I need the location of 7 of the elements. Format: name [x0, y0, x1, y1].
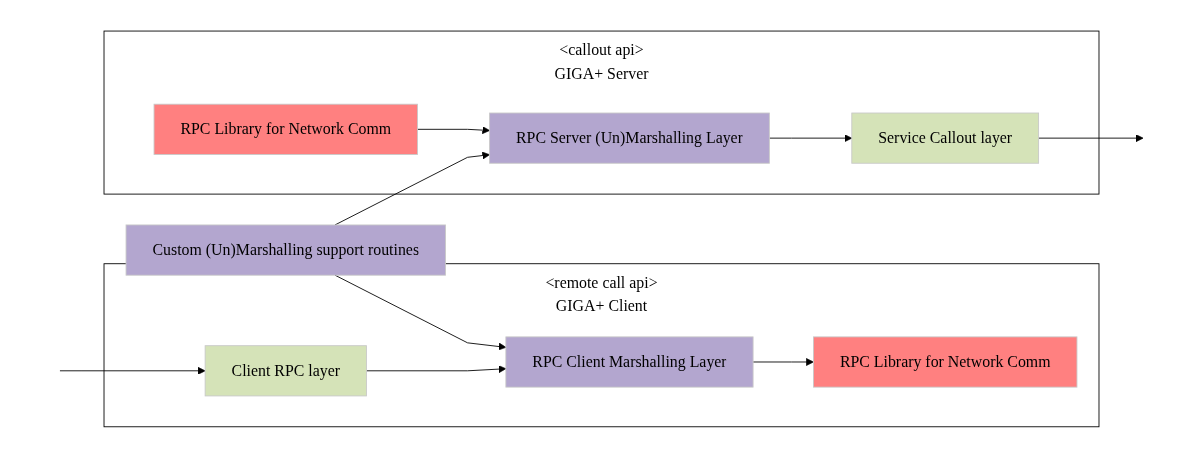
node-box: Client RPC layer — [204, 345, 367, 397]
node-box: RPC Library for Network Comm — [813, 336, 1078, 388]
node-box: Custom (Un)Marshalling support routines — [125, 224, 446, 276]
node-box: RPC Client Marshalling Layer — [505, 336, 754, 388]
node-box: RPC Server (Un)Marshalling Layer — [489, 112, 770, 164]
node-box: Service Callout layer — [851, 112, 1040, 164]
node-box: RPC Library for Network Comm — [153, 103, 418, 155]
